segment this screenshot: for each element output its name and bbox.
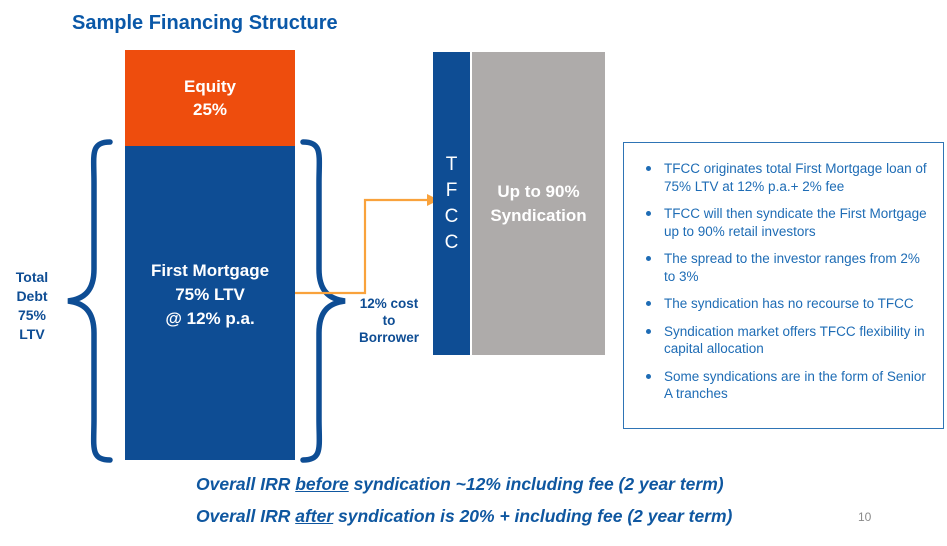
total-debt-line3: 75% xyxy=(17,307,47,323)
bullet-text: The syndication has no recourse to TFCC xyxy=(664,296,914,311)
tfcc-letter-t: T xyxy=(445,153,458,175)
irr-before-pre: Overall IRR xyxy=(196,474,296,494)
page-title: Sample Financing Structure xyxy=(72,12,338,34)
cost-to-borrower-label: 12% cost to Borrower xyxy=(349,295,429,346)
first-mortgage-line3: @ 12% p.a. xyxy=(165,309,255,328)
list-item: TFCC originates total First Mortgage loa… xyxy=(646,160,931,195)
equity-label-line1: Equity xyxy=(184,77,236,96)
irr-before-statement: Overall IRR before syndication ~12% incl… xyxy=(196,474,724,495)
list-item: Some syndications are in the form of Sen… xyxy=(646,368,931,403)
tfcc-letter-f: F xyxy=(445,179,458,201)
list-item: Syndication market offers TFCC flexibili… xyxy=(646,323,931,358)
tfcc-box: T F C C xyxy=(433,52,470,355)
cost-label-line2: to xyxy=(382,313,396,328)
equity-box: Equity 25% xyxy=(125,50,295,146)
list-item: The syndication has no recourse to TFCC xyxy=(646,295,931,313)
list-item: The spread to the investor ranges from 2… xyxy=(646,250,931,285)
bullet-icon xyxy=(646,301,651,306)
syndication-box: Up to 90% Syndication xyxy=(472,52,605,355)
syndication-line1: Up to 90% xyxy=(497,181,580,201)
bullet-text: Some syndications are in the form of Sen… xyxy=(664,368,926,402)
irr-before-underlined: before xyxy=(295,474,349,494)
notes-list: TFCC originates total First Mortgage loa… xyxy=(646,160,931,403)
bullet-text: TFCC originates total First Mortgage loa… xyxy=(664,161,927,194)
left-brace-icon xyxy=(67,139,113,463)
syndication-line2: Syndication xyxy=(490,205,587,225)
list-item: TFCC will then syndicate the First Mortg… xyxy=(646,205,931,240)
bullet-icon xyxy=(646,166,651,171)
syndication-flow-arrow-icon xyxy=(295,194,439,295)
notes-panel: TFCC originates total First Mortgage loa… xyxy=(623,142,944,429)
irr-after-statement: Overall IRR after syndication is 20% + i… xyxy=(196,506,732,527)
tfcc-letter-c2: C xyxy=(444,231,459,253)
irr-after-underlined: after xyxy=(295,506,334,526)
equity-label-line2: 25% xyxy=(192,100,228,119)
cost-label-line1: 12% cost xyxy=(359,296,419,311)
irr-before-post: syndication ~12% including fee (2 year t… xyxy=(348,474,724,494)
bullet-icon xyxy=(646,211,651,216)
cost-label-line3: Borrower xyxy=(358,330,419,345)
bullet-text: The spread to the investor ranges from 2… xyxy=(664,251,920,284)
total-debt-line1: Total xyxy=(15,269,49,285)
bullet-icon xyxy=(646,373,651,379)
page-number: 10 xyxy=(858,510,872,524)
bullet-icon xyxy=(646,328,651,334)
total-debt-line4: LTV xyxy=(19,326,45,342)
bullet-text: Syndication market offers TFCC flexibili… xyxy=(664,323,925,357)
first-mortgage-box: First Mortgage 75% LTV @ 12% p.a. xyxy=(125,146,295,460)
total-debt-label: Total Debt 75% LTV xyxy=(2,268,62,344)
first-mortgage-line1: First Mortgage xyxy=(150,261,270,280)
right-brace-icon xyxy=(300,139,346,463)
irr-after-pre: Overall IRR xyxy=(196,506,296,526)
bullet-text: TFCC will then syndicate the First Mortg… xyxy=(664,206,927,239)
tfcc-letter-c1: C xyxy=(444,205,459,227)
total-debt-line2: Debt xyxy=(16,288,48,304)
bullet-icon xyxy=(646,256,651,261)
first-mortgage-line2: 75% LTV xyxy=(175,285,245,304)
irr-after-post: syndication is 20% + including fee (2 ye… xyxy=(333,506,733,526)
